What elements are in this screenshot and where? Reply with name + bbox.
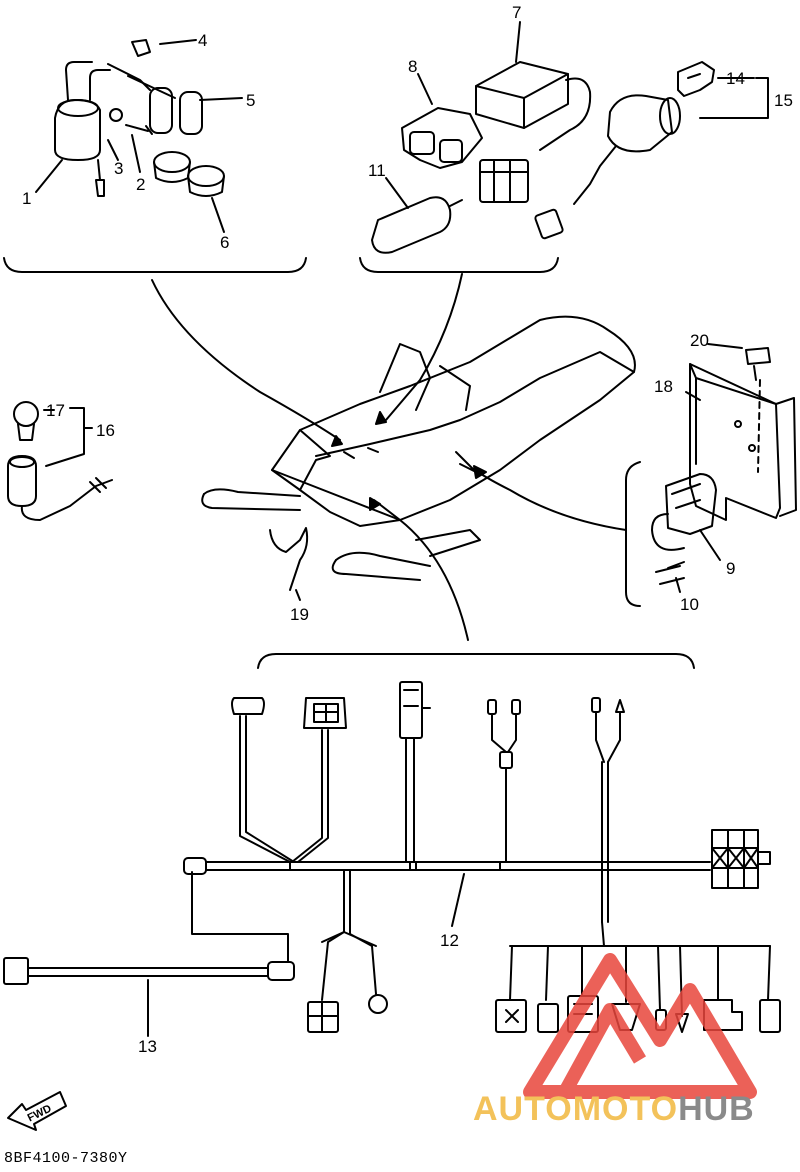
connector-icon	[303, 697, 347, 729]
part-label: 9	[726, 559, 735, 578]
connector-icon	[495, 999, 527, 1033]
bulb-icon	[13, 401, 39, 427]
relay-holder-icon	[401, 107, 483, 169]
socket-icon	[7, 455, 37, 507]
callout-arrows	[151, 273, 627, 641]
ignition-switch-group	[359, 21, 769, 273]
part-label: 20	[690, 331, 709, 350]
part-label: 8	[408, 57, 417, 76]
connector-icon	[703, 999, 743, 1031]
watermark-logo-icon	[523, 953, 757, 1099]
part-label: 10	[680, 595, 699, 614]
main-switch-icon	[607, 94, 673, 153]
part-label: 11	[368, 161, 386, 180]
part-label: 19	[290, 605, 309, 624]
part-label: 2	[136, 175, 145, 194]
bolt-icon	[745, 347, 771, 365]
connector-icon	[399, 681, 423, 739]
connector-icon	[537, 1003, 559, 1033]
forward-arrow-icon	[7, 1091, 67, 1131]
connector-icon	[3, 957, 29, 985]
bracket-group	[625, 343, 797, 607]
connector-icon	[231, 697, 265, 715]
part-label: 18	[654, 377, 673, 396]
part-label: 1	[22, 189, 31, 208]
watermark-text: AUTOMOTOHUB	[473, 1090, 755, 1129]
bracket-icon	[689, 363, 781, 521]
part-label: 14	[726, 69, 745, 88]
connector-icon	[267, 961, 295, 981]
cdi-unit-icon	[475, 61, 569, 129]
part-labels: 1 2 3 4 5 6 7 8 9 10 11 12 13 14 15 16 1…	[22, 3, 793, 1124]
pilot-lamp-group	[7, 401, 113, 521]
ignition-coil-group	[3, 39, 307, 273]
part-label: 17	[46, 401, 65, 420]
wire-harness	[3, 653, 781, 1037]
part-label: 16	[96, 421, 115, 440]
part-label: 5	[246, 91, 255, 110]
snowmobile-body	[201, 315, 636, 581]
drawing-code: 8BF4100-7380Y	[4, 1150, 128, 1167]
watermark-part2: HUB	[678, 1090, 755, 1128]
part-label: 3	[114, 159, 123, 178]
connector-icon	[368, 994, 388, 1014]
part-label: 12	[440, 931, 459, 950]
part-label: 15	[774, 91, 793, 110]
part-label: 4	[198, 31, 207, 50]
connector-icon	[759, 999, 781, 1033]
clamp-icon	[269, 527, 309, 591]
ignition-coil-icon	[54, 99, 101, 161]
watermark-part1: AUTOMOTO	[473, 1090, 679, 1128]
key-icon	[677, 61, 715, 97]
part-label: 6	[220, 233, 229, 252]
part-label: 13	[138, 1037, 157, 1056]
part-label: 7	[512, 3, 521, 22]
clamp-group	[269, 527, 309, 601]
